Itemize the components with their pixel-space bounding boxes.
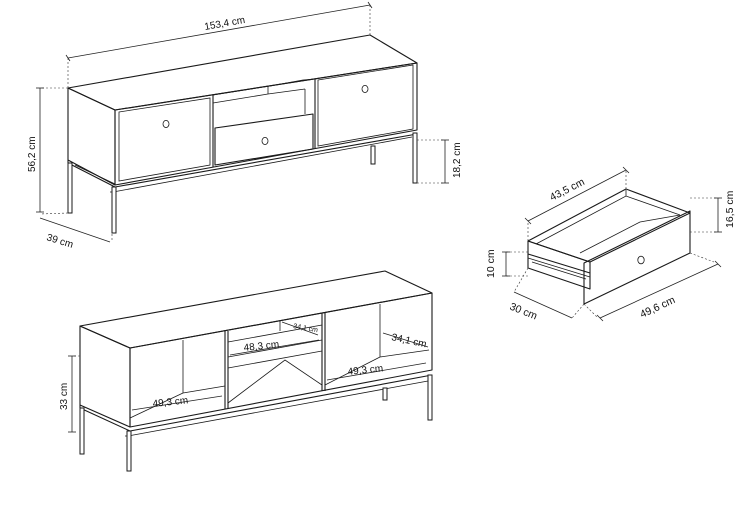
leg [111,186,117,234]
middle-drawer [214,113,314,166]
dim-drawer-width: 43,5 cm [548,176,587,204]
drawer-side [527,240,591,290]
drawer-view: 43,5 cm 16,5 cm 10 cm 30 cm 49,6 cm [485,166,736,323]
leg [126,430,132,472]
open-cabinet-side [79,325,131,428]
knob-icon [261,136,269,145]
dim-drawer-side-height: 10 cm [485,249,497,278]
dim-shelf-width-left: 49,3 cm [152,395,189,410]
leg [79,407,85,455]
cabinet-side [67,87,116,186]
right-door [317,64,414,147]
dim-drawer-height: 16,5 cm [724,190,736,228]
dim-shelf-width-right: 49,3 cm [347,363,384,378]
knob-icon [637,255,645,265]
knob-icon [162,120,170,129]
leg [67,162,73,214]
cabinet-closed-view: 153,4 cm 56,2 cm 39 cm 18,2 cm [27,1,463,251]
dim-leg-height: 18,2 cm [452,142,463,178]
dim-depth-total: 39 cm [45,232,74,250]
leg [382,387,388,401]
dim-shelf-depth-middle: 34,1 cm [293,323,319,334]
open-cabinet-top [79,270,433,349]
dim-shelf-depth-right: 34,1 cm [390,332,427,350]
knob-icon [361,85,369,94]
cabinet-front [114,62,418,186]
dim-shelf-width-middle: 48,3 cm [243,339,280,354]
leg [412,132,418,184]
dim-inner-height: 33 cm [59,383,70,410]
leg [427,374,433,421]
dim-drawer-depth: 30 cm [508,301,539,323]
left-door [118,97,211,182]
dim-height-total: 56,2 cm [27,136,38,172]
leg [370,145,376,165]
cabinet-open-view: 33 cm 49,3 cm 48,3 cm 34,1 cm 49,3 cm 34… [59,270,433,472]
